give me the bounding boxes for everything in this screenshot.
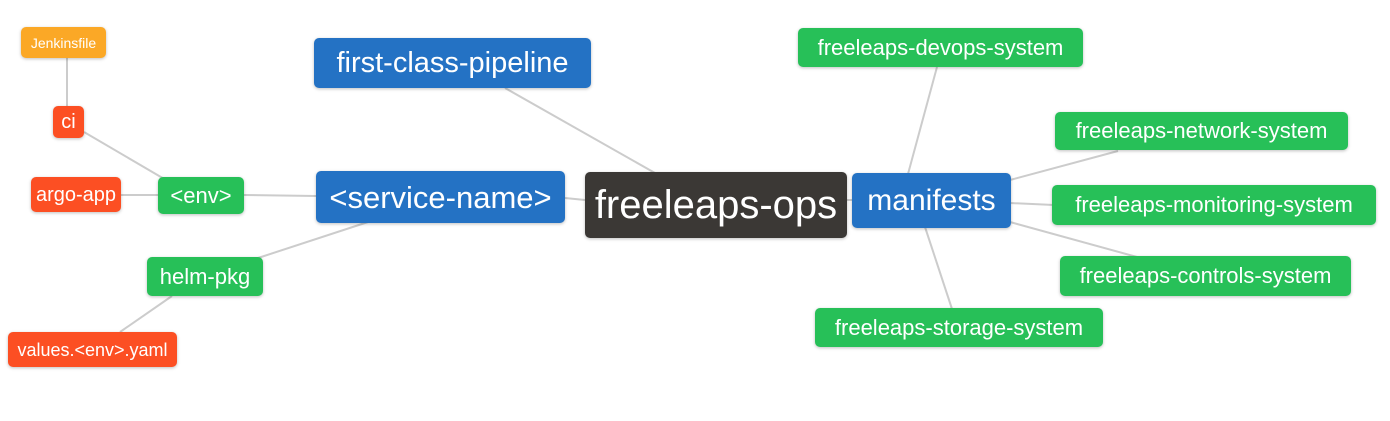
node-values-env-yaml[interactable]: values.<env>.yaml bbox=[8, 332, 177, 367]
edge-pipeline-ops bbox=[504, 87, 656, 174]
node-freeleaps-storage-system[interactable]: freeleaps-storage-system bbox=[815, 308, 1103, 347]
node-argo-app[interactable]: argo-app bbox=[31, 177, 121, 212]
node-manifests[interactable]: manifests bbox=[852, 173, 1011, 228]
edge-env-service-name bbox=[243, 194, 317, 197]
edge-ci-env bbox=[83, 131, 167, 181]
node-freeleaps-monitoring-system[interactable]: freeleaps-monitoring-system bbox=[1052, 185, 1376, 225]
edge-manifests-network bbox=[1009, 150, 1119, 181]
node-first-class-pipeline[interactable]: first-class-pipeline bbox=[314, 38, 591, 88]
edge-manifests-devops bbox=[907, 66, 938, 175]
edge-manifests-controls bbox=[1009, 221, 1138, 258]
node-service-name[interactable]: <service-name> bbox=[316, 171, 565, 223]
node-helm-pkg[interactable]: helm-pkg bbox=[147, 257, 263, 296]
node-freeleaps-ops-root[interactable]: freeleaps-ops bbox=[585, 172, 847, 238]
edge-manifests-storage bbox=[924, 226, 953, 310]
edge-manifests-monitoring bbox=[1009, 202, 1055, 206]
node-jenkinsfile[interactable]: Jenkinsfile bbox=[21, 27, 106, 58]
edge-values-helm-pkg bbox=[119, 295, 173, 333]
node-ci[interactable]: ci bbox=[53, 106, 84, 138]
edge-helm-pkg-service-name bbox=[257, 221, 369, 259]
node-freeleaps-devops-system[interactable]: freeleaps-devops-system bbox=[798, 28, 1083, 67]
edge-service-name-ops bbox=[564, 197, 586, 201]
node-env[interactable]: <env> bbox=[158, 177, 244, 214]
node-freeleaps-controls-system[interactable]: freeleaps-controls-system bbox=[1060, 256, 1351, 296]
node-freeleaps-network-system[interactable]: freeleaps-network-system bbox=[1055, 112, 1348, 150]
